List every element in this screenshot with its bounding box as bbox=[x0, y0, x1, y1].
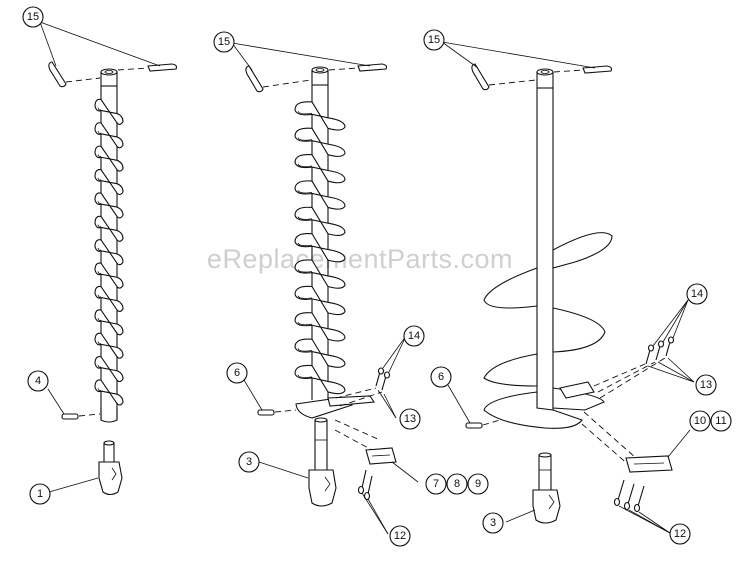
auger-flight bbox=[94, 285, 124, 312]
auger-flight bbox=[294, 233, 346, 263]
callout-label: 3 bbox=[246, 456, 252, 468]
auger-flight bbox=[294, 312, 346, 342]
callout-15-b: 15 bbox=[213, 31, 235, 53]
auger-flight bbox=[94, 309, 124, 336]
callout-15-a: 15 bbox=[22, 6, 44, 28]
callout-label: 13 bbox=[700, 379, 712, 391]
callout-label: 1 bbox=[37, 488, 43, 500]
auger-flight bbox=[294, 127, 346, 157]
auger-flight-edge bbox=[297, 111, 313, 115]
callout-label: 15 bbox=[218, 36, 230, 48]
callout-15-c: 15 bbox=[423, 29, 445, 51]
auger-large bbox=[483, 68, 613, 524]
callout-label: 8 bbox=[454, 478, 460, 490]
auger-flight-edge bbox=[97, 130, 102, 134]
auger-flight bbox=[94, 168, 124, 196]
leader-lines bbox=[39, 21, 695, 535]
callout-11: 11 bbox=[710, 410, 732, 432]
callout-14-b: 14 bbox=[686, 283, 708, 305]
callout-label: 6 bbox=[234, 367, 240, 379]
medium-auger-teeth-parts bbox=[327, 367, 397, 501]
callout-14-a: 14 bbox=[403, 325, 425, 347]
auger-flight-edge bbox=[97, 388, 102, 392]
auger-flight-edge bbox=[97, 294, 102, 298]
auger-flight-edge bbox=[97, 177, 102, 181]
auger-flight bbox=[294, 259, 346, 289]
auger-small bbox=[94, 68, 124, 496]
callout-12-a: 12 bbox=[389, 525, 411, 547]
auger-flight-edge bbox=[297, 163, 313, 167]
auger-flight bbox=[294, 180, 346, 210]
auger-flight-edge bbox=[97, 107, 102, 111]
auger-flight-edge bbox=[97, 271, 102, 275]
auger-flight bbox=[94, 192, 124, 219]
callout-12-b: 12 bbox=[669, 523, 691, 545]
auger-flight-edge bbox=[97, 247, 102, 251]
callout-label: 10 bbox=[694, 415, 706, 427]
callout-label: 11 bbox=[715, 415, 726, 427]
clip-pin-parts bbox=[48, 61, 613, 93]
auger-medium bbox=[294, 66, 353, 507]
auger-flight bbox=[294, 338, 346, 368]
large-auger-teeth-parts bbox=[581, 336, 675, 513]
auger-flight-edge bbox=[297, 269, 313, 273]
auger-flight bbox=[94, 239, 124, 266]
callout-label: 7 bbox=[433, 478, 439, 490]
auger-flight bbox=[294, 285, 346, 316]
callout-label: 6 bbox=[438, 371, 444, 383]
callout-label: 14 bbox=[691, 288, 703, 300]
callout-label: 3 bbox=[490, 517, 496, 529]
callout-label: 12 bbox=[394, 530, 406, 542]
auger-flight-edge bbox=[97, 201, 102, 205]
auger-flight-edge bbox=[297, 348, 313, 352]
callout-3-b: 3 bbox=[482, 512, 504, 534]
auger-flight bbox=[94, 356, 124, 383]
callout-label: 9 bbox=[475, 478, 481, 490]
auger-flight-edge bbox=[297, 216, 313, 220]
auger-flight bbox=[294, 206, 346, 236]
callout-1: 1 bbox=[29, 483, 51, 505]
watermark-text: eReplacementParts.com bbox=[207, 244, 513, 274]
callout-label: 15 bbox=[428, 34, 440, 46]
callout-label: 14 bbox=[408, 330, 420, 342]
auger-flight-edge bbox=[297, 295, 313, 299]
auger-flight bbox=[94, 262, 124, 289]
shear-pins bbox=[61, 409, 501, 429]
callout-13-b: 13 bbox=[695, 374, 717, 396]
callout-6-b: 6 bbox=[430, 366, 452, 388]
auger-flight-edge bbox=[297, 374, 313, 378]
callout-9: 9 bbox=[467, 473, 489, 495]
auger-flight bbox=[294, 364, 346, 395]
auger-flight-edge bbox=[97, 224, 102, 228]
auger-flight bbox=[294, 101, 346, 131]
callout-label: 12 bbox=[674, 528, 686, 540]
auger-flight bbox=[94, 215, 124, 242]
auger-flight-edge bbox=[297, 137, 313, 141]
callout-label: 4 bbox=[35, 375, 41, 387]
callout-label: 15 bbox=[27, 11, 39, 23]
auger-flight-edge bbox=[97, 318, 102, 321]
callout-4: 4 bbox=[27, 370, 49, 392]
auger-flight bbox=[94, 98, 124, 125]
auger-flight bbox=[94, 122, 124, 149]
auger-flight bbox=[294, 153, 346, 184]
auger-flight-edge bbox=[97, 154, 102, 158]
callout-7: 7 bbox=[425, 473, 447, 495]
auger-flight-edge bbox=[97, 341, 102, 345]
auger-flight bbox=[94, 145, 124, 172]
auger-flight-edge bbox=[97, 364, 102, 368]
auger-flight-edge bbox=[297, 242, 313, 247]
callout-label: 13 bbox=[404, 413, 416, 425]
auger-flight bbox=[94, 332, 124, 359]
callout-10: 10 bbox=[689, 410, 711, 432]
auger-flight-edge bbox=[297, 321, 313, 326]
callout-6-a: 6 bbox=[226, 362, 248, 384]
callout-13-a: 13 bbox=[399, 408, 421, 430]
auger-flight bbox=[94, 379, 124, 406]
auger-flight-edge bbox=[297, 190, 313, 194]
callout-3-a: 3 bbox=[238, 451, 260, 473]
callout-8: 8 bbox=[446, 473, 468, 495]
